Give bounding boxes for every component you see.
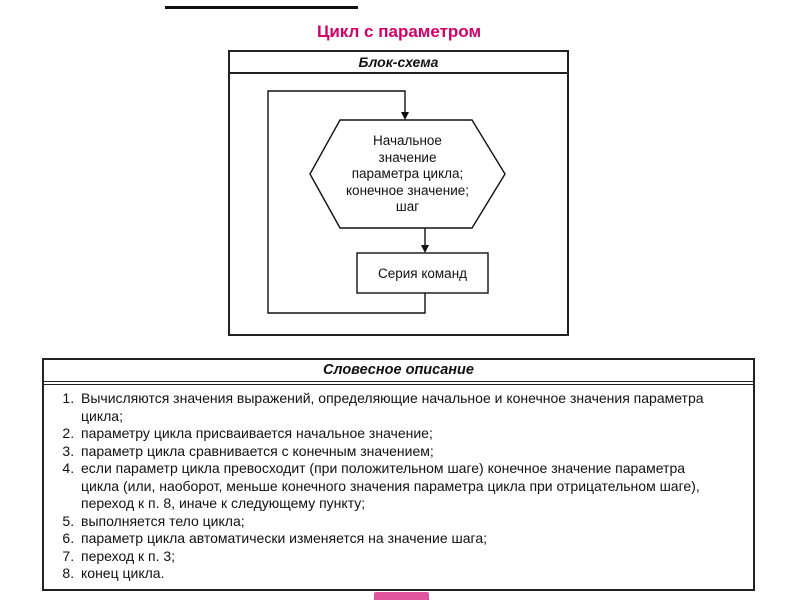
hexagon-label: Начальное значение параметра цикла; коне… <box>346 133 469 214</box>
loop-return-path <box>267 90 426 314</box>
description-item-1: Вычисляются значения выражений, определя… <box>78 390 711 425</box>
description-item-4: если параметр цикла превосходит (при пол… <box>78 460 711 513</box>
entry-arrowhead-icon <box>401 112 409 120</box>
description-item-2: параметру цикла присваивается начальное … <box>78 425 711 443</box>
description-panel: Словесное описание Вычисляются значения … <box>42 358 755 591</box>
top-rule <box>165 6 358 9</box>
description-item-8: конец цикла. <box>78 565 711 583</box>
description-item-3: параметр цикла сравнивается с конечным з… <box>78 443 711 461</box>
description-item-6: параметр цикла автоматически изменяется … <box>78 530 711 548</box>
flowchart-panel: Блок-схема Начальное значение параметра … <box>228 50 569 336</box>
flowchart-panel-header: Блок-схема <box>230 52 567 74</box>
process-box-label: Серия команд <box>377 265 468 281</box>
flowchart-graphic <box>267 90 506 314</box>
description-item-7: переход к п. 3; <box>78 548 711 566</box>
hexagon-shape <box>309 119 506 229</box>
description-item-5: выполняется тело цикла; <box>78 513 711 531</box>
page-title: Цикл с параметром <box>316 22 482 41</box>
description-list: Вычисляются значения выражений, определя… <box>44 384 753 587</box>
slide-footer-mark <box>374 592 429 600</box>
connector-arrowhead-icon <box>421 245 429 253</box>
process-box-shape <box>356 252 489 294</box>
description-panel-header: Словесное описание <box>44 360 753 382</box>
flowchart-canvas: Начальное значение параметра цикла; коне… <box>230 74 567 332</box>
